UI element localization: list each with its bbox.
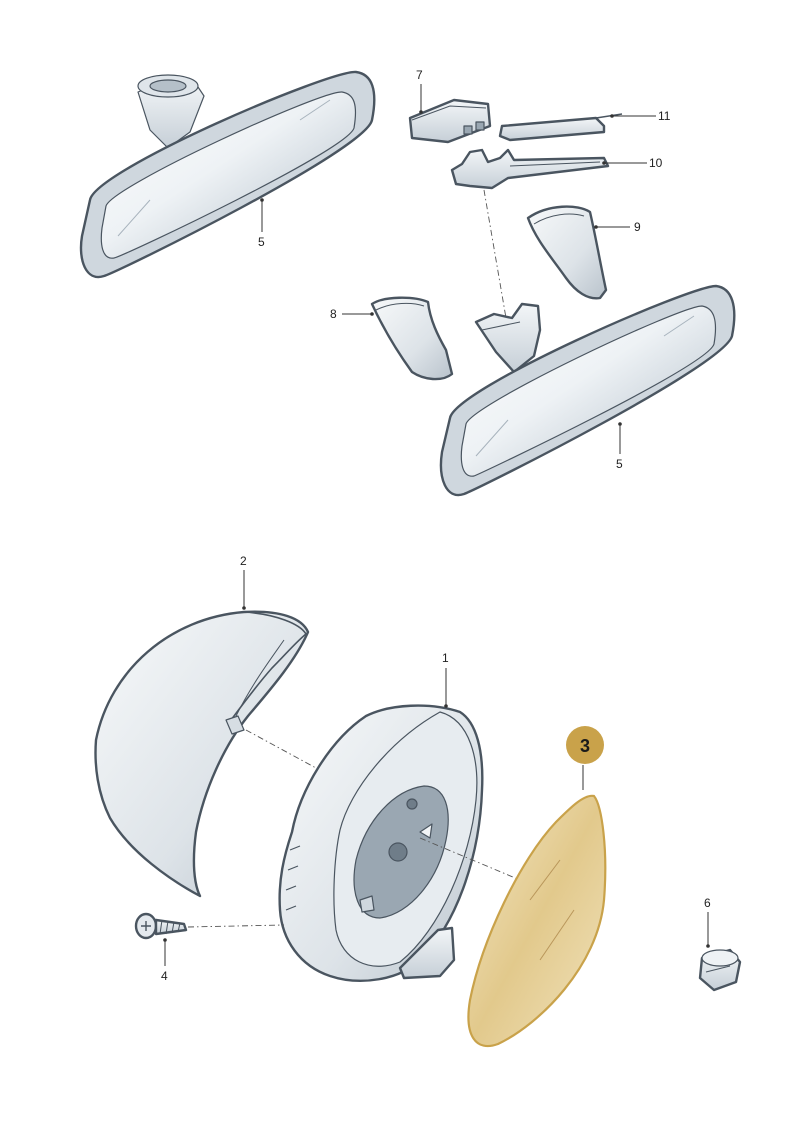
cover-half-part-9 — [526, 205, 608, 300]
callout-9: 9 — [634, 220, 641, 234]
mirror-cap-part-2 — [94, 610, 310, 898]
callout-3-badge: 3 — [566, 726, 604, 764]
cover-half-part-8 — [370, 296, 454, 381]
clip-part-6 — [698, 948, 742, 992]
callout-8: 8 — [330, 307, 337, 321]
interior-mirror-upper — [79, 70, 376, 279]
callout-11: 11 — [658, 109, 671, 123]
callout-5-upper: 5 — [258, 235, 265, 249]
callout-2: 2 — [240, 554, 247, 568]
assembly-line-top — [483, 189, 507, 319]
assembly-line-glass — [419, 837, 521, 881]
callout-5-lower: 5 — [616, 457, 623, 471]
bracket-part-10 — [450, 148, 610, 190]
callout-4: 4 — [161, 969, 168, 983]
mirror-glass-part-3 — [467, 794, 607, 1047]
screw-part-4 — [134, 912, 188, 940]
callout-7: 7 — [416, 68, 423, 82]
interior-mirror-lower — [439, 284, 736, 497]
cover-part-7 — [408, 98, 492, 144]
callout-1: 1 — [442, 651, 449, 665]
callout-3: 3 — [580, 736, 590, 756]
callout-10: 10 — [649, 156, 663, 170]
assembly-line-cap — [245, 729, 317, 769]
callout-6: 6 — [704, 896, 711, 910]
assembly-line-screw — [187, 924, 285, 928]
trim-strip-part-11 — [498, 113, 623, 142]
mirror-housing-part-1 — [278, 704, 484, 982]
